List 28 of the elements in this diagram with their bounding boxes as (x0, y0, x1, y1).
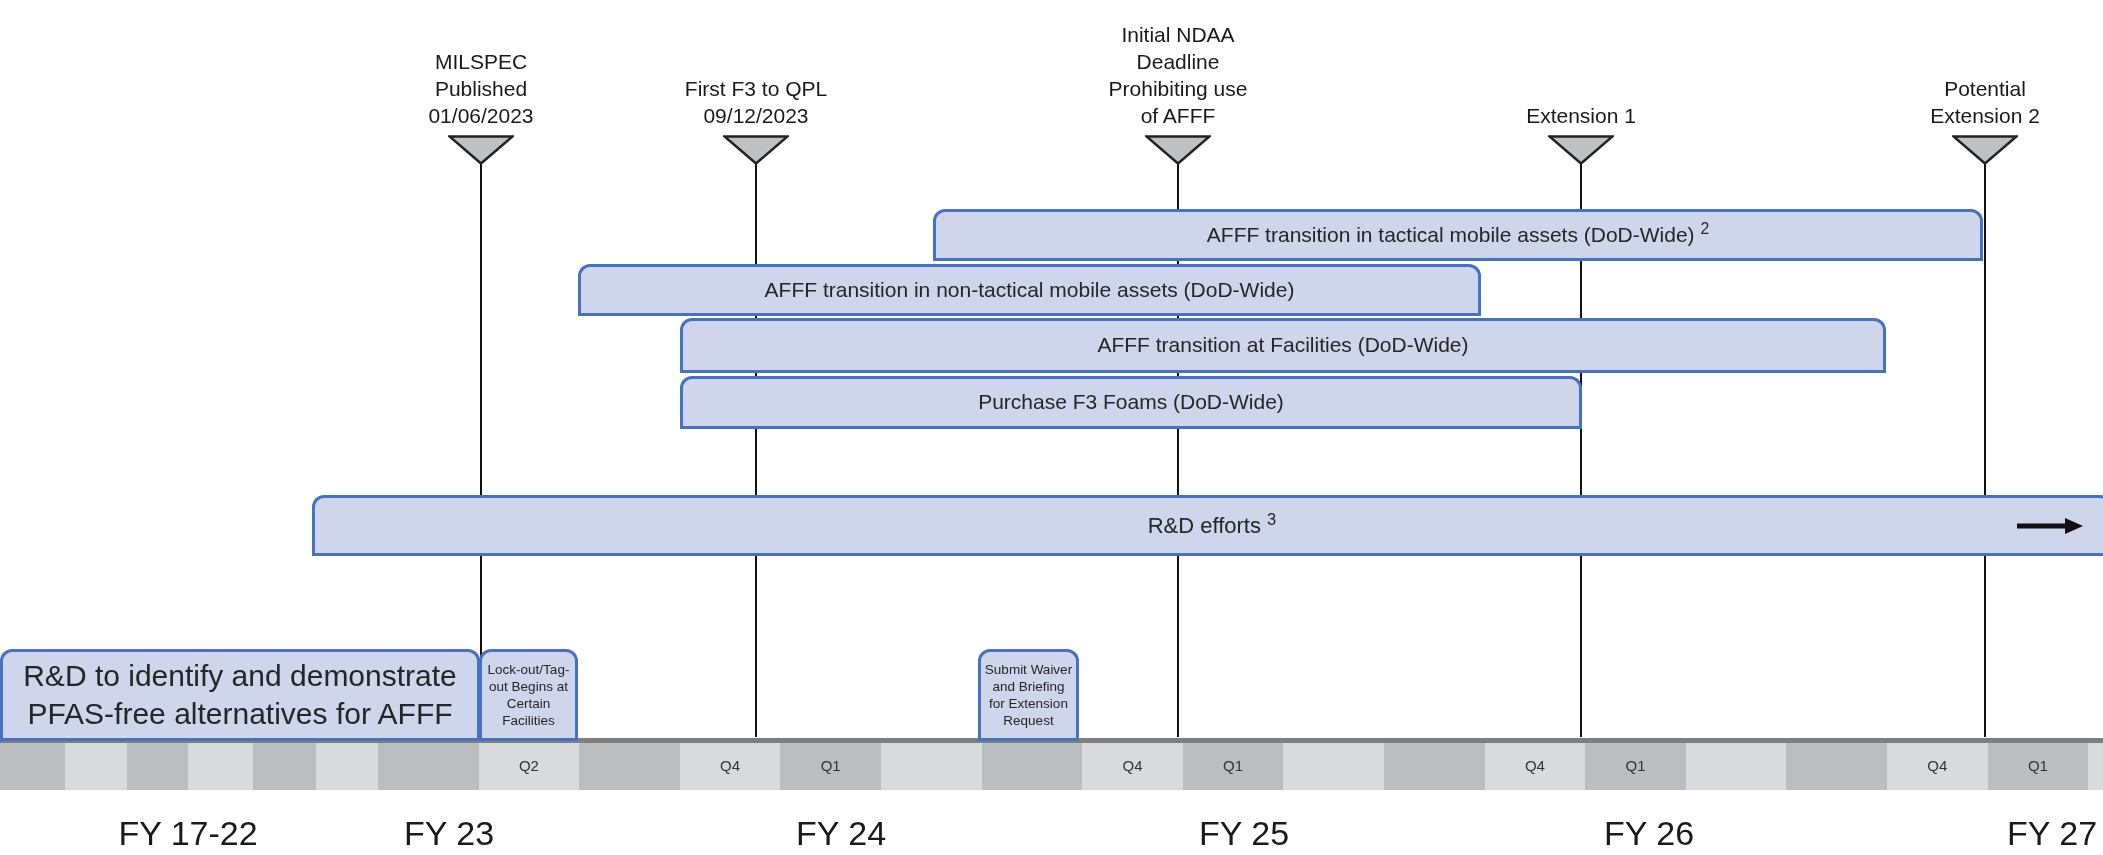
timeline-bar: Lock-out/Tag-out Begins at Certain Facilities (479, 649, 578, 741)
quarter-label: Q4 (719, 756, 742, 776)
fiscal-year-label: FY 24 (795, 813, 887, 854)
quarter-label: Q1 (1222, 756, 1245, 776)
milestone-label: First F3 to QPL 09/12/2023 (668, 75, 844, 129)
quarter-label: Q1 (819, 756, 842, 776)
timeline-bar: Purchase F3 Foams (DoD-Wide) (680, 376, 1582, 429)
timeline-bar: AFFF transition in non-tactical mobile assets (DoD-Wide) (578, 264, 1481, 316)
timeline-bar: R&D to identify and demonstrate PFAS-free alternatives for AFFF (0, 649, 480, 741)
quarter-label: Q4 (1121, 756, 1144, 776)
fiscal-year-label: FY 27 (2006, 813, 2098, 854)
fiscal-year-label: FY 25 (1198, 813, 1290, 854)
timeline-bar: AFFF transition at Facilities (DoD-Wide) (680, 318, 1886, 373)
milestone-label: Potential Extension 2 (1917, 75, 2053, 129)
milestone-label: Extension 1 (1526, 102, 1636, 129)
quarter-label: Q4 (1926, 756, 1949, 776)
quarter-label: Q4 (1523, 756, 1546, 776)
timeline-bar: R&D efforts $^{3}$ (312, 495, 2103, 556)
fiscal-year-label: FY 17-22 (118, 813, 258, 854)
timeline-bar: Submit Waiver and Briefing for Extension Request (978, 649, 1079, 741)
fiscal-year-label: FY 23 (403, 813, 495, 854)
quarter-label: Q1 (2026, 756, 2049, 776)
milestone-label: MILSPEC Published 01/06/2023 (416, 48, 546, 129)
timeline-bar: AFFF transition in tactical mobile assets (DoD-Wide) $^{2}$ (933, 209, 1983, 261)
quarter-label: Q1 (1624, 756, 1647, 776)
milestone-label: Initial NDAA Deadline Prohibiting use of AFFF (1098, 21, 1258, 129)
fiscal-year-label: FY 26 (1603, 813, 1695, 854)
quarter-label: Q2 (517, 756, 540, 776)
